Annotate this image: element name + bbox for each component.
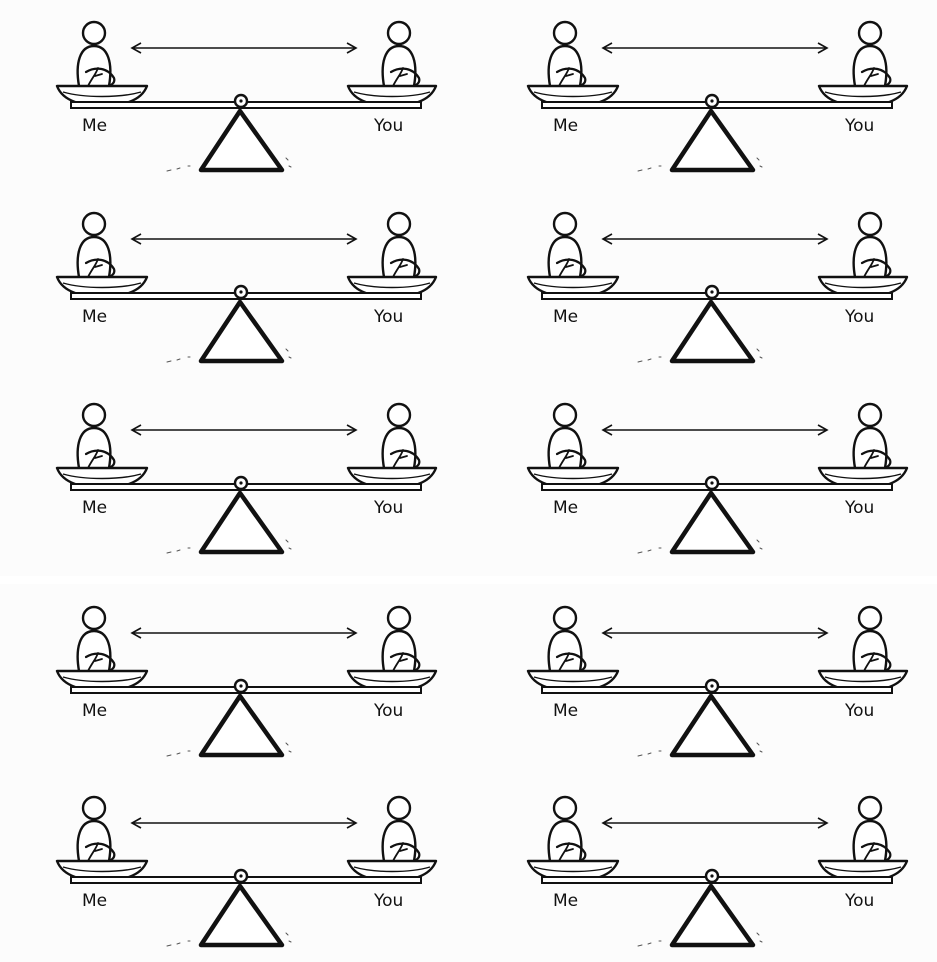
person-left-icon — [78, 607, 115, 672]
label-you: You — [845, 118, 874, 135]
person-left-icon — [549, 607, 586, 672]
label-me: Me — [82, 309, 107, 326]
seesaw-illustration — [57, 783, 457, 953]
person-left-icon — [78, 213, 115, 278]
seesaw-illustration — [57, 593, 457, 763]
person-right-icon — [854, 607, 891, 672]
seesaw-panel: Me You — [528, 783, 928, 953]
label-you: You — [845, 703, 874, 720]
double-arrow-icon — [132, 234, 356, 244]
person-right-icon — [854, 404, 891, 469]
label-me: Me — [553, 500, 578, 517]
person-right-icon — [383, 607, 420, 672]
seesaw-illustration — [528, 593, 928, 763]
label-me: Me — [553, 309, 578, 326]
person-right-icon — [854, 797, 891, 862]
person-left-icon — [78, 22, 115, 87]
person-left-icon — [549, 213, 586, 278]
seesaw-illustration — [57, 8, 457, 178]
person-right-icon — [383, 404, 420, 469]
seesaw-panel: Me You — [528, 8, 928, 178]
seesaw-illustration — [528, 199, 928, 369]
seesaw-illustration — [528, 783, 928, 953]
label-you: You — [374, 500, 403, 517]
person-left-icon — [549, 797, 586, 862]
label-me: Me — [553, 893, 578, 910]
double-arrow-icon — [603, 234, 827, 244]
seesaw-illustration — [57, 199, 457, 369]
person-left-icon — [78, 797, 115, 862]
person-right-icon — [383, 213, 420, 278]
person-right-icon — [383, 797, 420, 862]
double-arrow-icon — [132, 818, 356, 828]
double-arrow-icon — [603, 425, 827, 435]
seesaw-panel: Me You — [528, 593, 928, 763]
person-left-icon — [549, 404, 586, 469]
seesaw-illustration — [528, 390, 928, 560]
double-arrow-icon — [132, 628, 356, 638]
person-left-icon — [78, 404, 115, 469]
sheet-divider — [0, 576, 937, 584]
label-you: You — [845, 500, 874, 517]
double-arrow-icon — [603, 818, 827, 828]
label-you: You — [374, 309, 403, 326]
label-me: Me — [82, 118, 107, 135]
label-me: Me — [82, 703, 107, 720]
double-arrow-icon — [132, 43, 356, 53]
double-arrow-icon — [603, 628, 827, 638]
label-you: You — [374, 703, 403, 720]
seesaw-panel: Me You — [57, 8, 457, 178]
seesaw-panel: Me You — [57, 199, 457, 369]
seesaw-illustration — [528, 8, 928, 178]
label-me: Me — [553, 703, 578, 720]
seesaw-panel: Me You — [528, 390, 928, 560]
label-me: Me — [82, 893, 107, 910]
person-left-icon — [549, 22, 586, 87]
label-you: You — [845, 309, 874, 326]
label-you: You — [374, 893, 403, 910]
label-me: Me — [82, 500, 107, 517]
person-right-icon — [854, 22, 891, 87]
person-right-icon — [854, 213, 891, 278]
person-right-icon — [383, 22, 420, 87]
seesaw-panel: Me You — [57, 390, 457, 560]
seesaw-panel: Me You — [57, 593, 457, 763]
label-me: Me — [553, 118, 578, 135]
seesaw-illustration — [57, 390, 457, 560]
seesaw-panel: Me You — [528, 199, 928, 369]
label-you: You — [845, 893, 874, 910]
label-you: You — [374, 118, 403, 135]
double-arrow-icon — [132, 425, 356, 435]
seesaw-panel: Me You — [57, 783, 457, 953]
double-arrow-icon — [603, 43, 827, 53]
